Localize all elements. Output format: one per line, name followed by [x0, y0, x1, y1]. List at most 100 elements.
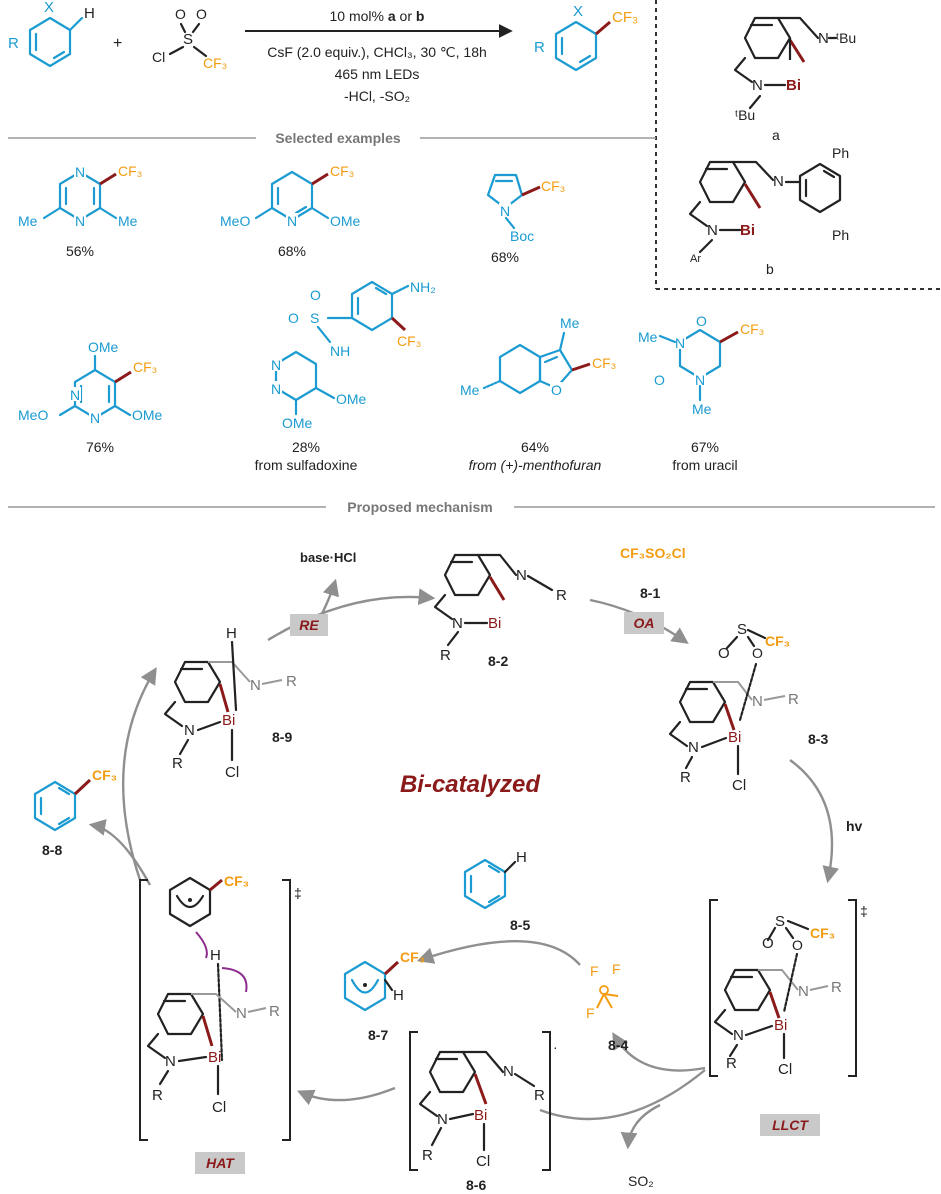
svg-text:X: X [573, 3, 583, 20]
product-arene: X R CF₃ [534, 3, 638, 72]
svg-text:8-8: 8-8 [42, 842, 62, 858]
svg-text:CF₃: CF₃ [118, 163, 142, 179]
example-1: N N CF₃ Me Me 56% [18, 163, 142, 259]
svg-text:S: S [775, 913, 785, 930]
svg-text:·: · [553, 1039, 558, 1055]
svg-text:N: N [503, 1063, 514, 1080]
label-8-1: 8-1 [640, 585, 660, 601]
sub-h: H [84, 5, 95, 22]
svg-text:N: N [75, 164, 85, 180]
svg-text:8-7: 8-7 [368, 1027, 388, 1043]
svg-text:R: R [831, 979, 842, 996]
svg-text:NH: NH [330, 343, 350, 359]
svg-text:Me: Me [18, 213, 38, 229]
svg-text:O: O [762, 935, 774, 952]
svg-text:from sulfadoxine: from sulfadoxine [255, 457, 358, 473]
svg-text:CF₃: CF₃ [92, 767, 117, 783]
svg-text:R: R [680, 769, 691, 786]
svg-text:Boc: Boc [510, 228, 534, 244]
svg-text:Cl: Cl [476, 1153, 490, 1170]
svg-text:Bi: Bi [740, 222, 755, 239]
svg-text:8-9: 8-9 [272, 729, 292, 745]
step-oa: OA [624, 612, 664, 634]
svg-text:CF₃: CF₃ [740, 321, 764, 337]
svg-text:N: N [236, 1005, 247, 1022]
step-hat: HAT [195, 1152, 245, 1174]
so2-byproduct: SO₂ [628, 1173, 654, 1189]
svg-text:Bi: Bi [728, 729, 741, 746]
svg-text:Me: Me [692, 401, 712, 417]
svg-text:O: O [718, 645, 730, 662]
svg-text:N: N [184, 722, 195, 739]
catalyst-b: N Ph Ph N Bi Ar b [688, 145, 849, 277]
svg-text:Me: Me [118, 213, 138, 229]
svg-text:H: H [393, 987, 404, 1004]
catalyst-a: N ᵗBu N Bi ᵗBu a [733, 16, 856, 143]
svg-text:N: N [437, 1111, 448, 1128]
example-4: N N OMe CF₃ MeO OMe 76% [18, 339, 163, 455]
svg-text:N: N [752, 77, 763, 94]
svg-text:O: O [792, 937, 803, 953]
svg-text:CF₃: CF₃ [133, 359, 157, 375]
svg-text:Ph: Ph [832, 145, 849, 161]
svg-text:CF₃: CF₃ [224, 873, 249, 889]
svg-text:CF₃: CF₃ [765, 633, 790, 649]
mechanism-title: Bi-catalyzed [400, 771, 541, 798]
svg-text:Bi: Bi [786, 77, 801, 94]
svg-text:O: O [696, 313, 707, 329]
svg-text:CF₃: CF₃ [330, 163, 354, 179]
svg-text:R: R [726, 1055, 737, 1072]
catalyst-a-label: a [772, 127, 780, 143]
radical-8-7: CF₃ H 8-7 [343, 949, 425, 1043]
svg-text:N: N [75, 213, 85, 229]
svg-text:8-5: 8-5 [510, 917, 530, 933]
svg-text:NH₂: NH₂ [410, 279, 436, 295]
substrate-arene: X H R [8, 0, 95, 68]
svg-text:76%: 76% [86, 439, 114, 455]
svg-text:Ar: Ar [690, 253, 701, 265]
svg-text:R: R [172, 755, 183, 772]
example-7: N N O O CF₃ Me Me 67% from uracil [638, 313, 764, 473]
svg-text:from (+)-menthofuran: from (+)-menthofuran [469, 457, 602, 473]
svg-text:ᵗBu: ᵗBu [735, 107, 755, 123]
svg-text:67%: 67% [691, 439, 719, 455]
svg-text:N: N [695, 372, 705, 388]
svg-text:ᵗBu: ᵗBu [836, 30, 856, 46]
conditions-line-2: CsF (2.0 equiv.), CHCl₃, 30 ℃, 18h [267, 44, 487, 60]
product-8-8: CF₃ 8-8 [33, 767, 117, 858]
svg-text:Cl: Cl [212, 1099, 226, 1116]
svg-text:Cl: Cl [732, 777, 746, 794]
svg-text:Bi: Bi [774, 1017, 787, 1034]
svg-text:Cl: Cl [778, 1061, 792, 1078]
svg-text:N: N [733, 1027, 744, 1044]
svg-text:28%: 28% [292, 439, 320, 455]
svg-text:‡: ‡ [294, 885, 302, 901]
svg-text:OMe: OMe [88, 339, 119, 355]
svg-text:8-4: 8-4 [608, 1037, 628, 1053]
svg-text:S: S [737, 621, 747, 638]
step-llct: LLCT [760, 1114, 820, 1136]
svg-text:Bi: Bi [222, 712, 235, 729]
svg-text:F: F [590, 963, 599, 979]
cycle-arrows [88, 578, 840, 1150]
svg-text:N: N [752, 693, 763, 710]
svg-text:N: N [516, 567, 527, 584]
svg-text:8-6: 8-6 [466, 1177, 486, 1193]
svg-text:N: N [165, 1053, 176, 1070]
svg-text:O: O [175, 6, 186, 22]
svg-text:64%: 64% [521, 439, 549, 455]
catalyst-b-label: b [766, 261, 774, 277]
sub-r: R [8, 35, 19, 52]
svg-text:CF₃: CF₃ [397, 333, 421, 349]
svg-text:H: H [210, 947, 221, 964]
svg-text:N: N [90, 410, 100, 426]
examples-header: Selected examples [275, 130, 401, 146]
cf3-radical-8-4: F F F 8-4 [586, 961, 628, 1053]
mechanism-header: Proposed mechanism [347, 499, 493, 515]
svg-text:O: O [752, 645, 763, 661]
transition-state-hat: ‡ CF₃ H N R N Bi Cl R [139, 873, 302, 1141]
svg-text:LLCT: LLCT [772, 1117, 809, 1133]
svg-text:R: R [152, 1087, 163, 1104]
svg-text:N: N [675, 335, 685, 351]
svg-text:R: R [556, 587, 567, 604]
